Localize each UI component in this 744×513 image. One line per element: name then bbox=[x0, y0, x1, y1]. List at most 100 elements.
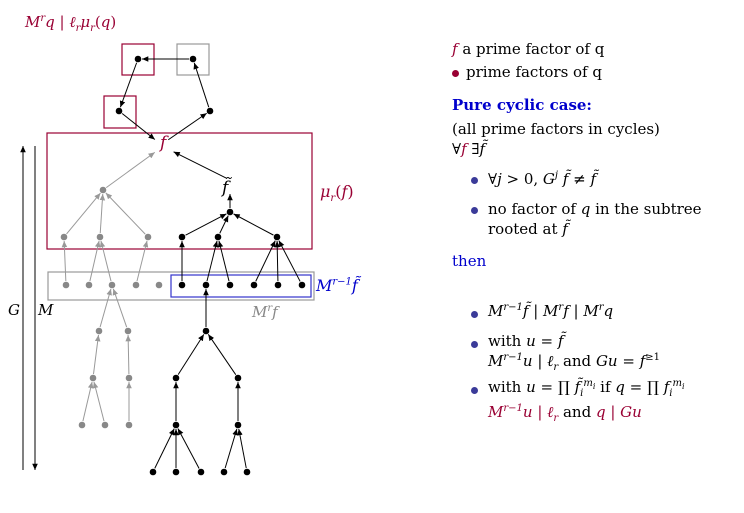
tree-edges bbox=[61, 56, 301, 469]
tree-edge bbox=[89, 240, 101, 282]
bullet-5b: Mr−1u | ℓr and q | Gu bbox=[488, 403, 642, 424]
tree-node bbox=[274, 281, 282, 289]
tree-edge bbox=[119, 62, 138, 108]
bullet-5a: with u = ∏ f̃imi if q = ∏ fimi bbox=[488, 378, 685, 399]
tree-node bbox=[78, 421, 86, 429]
tree-node bbox=[234, 421, 242, 429]
tree-edge bbox=[224, 428, 238, 469]
tree-node bbox=[99, 186, 107, 194]
mr-f-box bbox=[47, 271, 315, 301]
tree-edge bbox=[154, 428, 175, 469]
tree-edge bbox=[219, 215, 229, 234]
legend-f-text: a prime factor of q bbox=[462, 40, 605, 58]
tree-node bbox=[95, 327, 103, 335]
tree-edge bbox=[255, 240, 276, 282]
tree-edge bbox=[61, 240, 68, 282]
bullet-3: Mr−1f̃ | Mrf | Mrq bbox=[488, 302, 614, 320]
tree-edge bbox=[173, 151, 227, 179]
tree-node bbox=[214, 233, 222, 241]
tree-edge bbox=[177, 334, 205, 375]
tree-node bbox=[134, 55, 142, 63]
tree-edge bbox=[99, 240, 112, 282]
axis-m-label: M bbox=[38, 301, 54, 319]
tree-node bbox=[226, 208, 234, 216]
bullet-2b: rooted at f̃ bbox=[488, 220, 568, 238]
tree-node bbox=[172, 421, 180, 429]
tree-edge bbox=[185, 213, 227, 236]
tree-edge bbox=[274, 240, 281, 282]
tree-node bbox=[125, 421, 133, 429]
axis-g-label: G bbox=[8, 301, 20, 319]
tree-node bbox=[234, 374, 242, 382]
tree-edge bbox=[125, 334, 132, 375]
bullet-icon-5 bbox=[471, 387, 478, 394]
axis-arrows bbox=[20, 146, 38, 470]
tree-edge bbox=[82, 381, 94, 422]
tree-edge bbox=[237, 428, 247, 469]
tree-node bbox=[250, 281, 258, 289]
tree-node bbox=[189, 55, 197, 63]
tree-node bbox=[197, 468, 205, 476]
bullet-2a: no factor of q in the subtree bbox=[488, 200, 702, 218]
legend-dot-icon bbox=[452, 70, 459, 77]
tree-node bbox=[101, 421, 109, 429]
bullet-4a: with u = f̃ bbox=[488, 332, 564, 350]
bullet-icon-4 bbox=[471, 341, 478, 348]
tree-edge bbox=[278, 240, 301, 282]
tree-node bbox=[273, 233, 281, 241]
tree-edge bbox=[233, 213, 274, 236]
tree-node bbox=[115, 107, 123, 115]
bullet-icon-3 bbox=[471, 311, 478, 318]
tree-edge bbox=[207, 334, 237, 375]
legend-f: f a prime factor of q bbox=[452, 40, 605, 58]
tree-edge bbox=[206, 240, 219, 282]
tree-node bbox=[178, 233, 186, 241]
quantifier: ∀f ∃f̃ bbox=[452, 140, 486, 158]
top-left-label: Mrq | ℓrμr(q) bbox=[25, 13, 117, 34]
bullet-1: ∀j > 0, Gj f̃ ≠ f̃ bbox=[488, 170, 597, 188]
tree-edge bbox=[105, 192, 146, 235]
tree-edge bbox=[168, 112, 207, 141]
tree-node bbox=[202, 327, 210, 335]
tree-edge bbox=[99, 193, 106, 234]
f-node-label: f bbox=[160, 133, 167, 153]
mu-r-label: μr(f) bbox=[320, 182, 354, 205]
tree-node bbox=[124, 327, 132, 335]
tree-edge bbox=[121, 113, 156, 140]
tree-edge bbox=[217, 240, 230, 282]
tree-edge bbox=[92, 381, 105, 422]
then-label: then bbox=[452, 252, 487, 270]
tree-node bbox=[149, 468, 157, 476]
mu-r-box bbox=[46, 132, 313, 250]
mr1-ftilde-box bbox=[170, 274, 312, 298]
tree-node bbox=[89, 374, 97, 382]
tree-edge bbox=[66, 192, 101, 235]
tree-edge bbox=[105, 151, 156, 189]
bullet-4b: Mr−1u | ℓr and Gu = f≥1 bbox=[488, 352, 661, 373]
tree-node bbox=[108, 281, 116, 289]
bullet-icon-2 bbox=[471, 207, 478, 214]
tree-edge bbox=[177, 428, 200, 469]
mr1-ftilde-label: Mr−1f̃ bbox=[316, 276, 358, 295]
tree-node bbox=[132, 281, 140, 289]
mr-f-label: Mrf bbox=[252, 303, 278, 321]
tree-node bbox=[226, 281, 234, 289]
tree-node bbox=[243, 468, 251, 476]
cycle-box-maroon-mid bbox=[103, 95, 137, 129]
tree-edge bbox=[136, 240, 149, 282]
tree-node bbox=[178, 281, 186, 289]
tree-edge bbox=[193, 62, 210, 108]
tree-nodes bbox=[60, 55, 306, 476]
tree-node bbox=[206, 107, 214, 115]
tree-node bbox=[85, 281, 93, 289]
subheading: (all prime factors in cycles) bbox=[452, 120, 660, 138]
tree-node bbox=[125, 374, 133, 382]
tree-edge bbox=[93, 334, 101, 375]
tree-node bbox=[172, 468, 180, 476]
heading: Pure cyclic case: bbox=[452, 96, 592, 114]
legend-dot: prime factors of q bbox=[466, 63, 602, 81]
tree-node bbox=[60, 233, 68, 241]
tree-node bbox=[96, 233, 104, 241]
tree-node bbox=[220, 468, 228, 476]
